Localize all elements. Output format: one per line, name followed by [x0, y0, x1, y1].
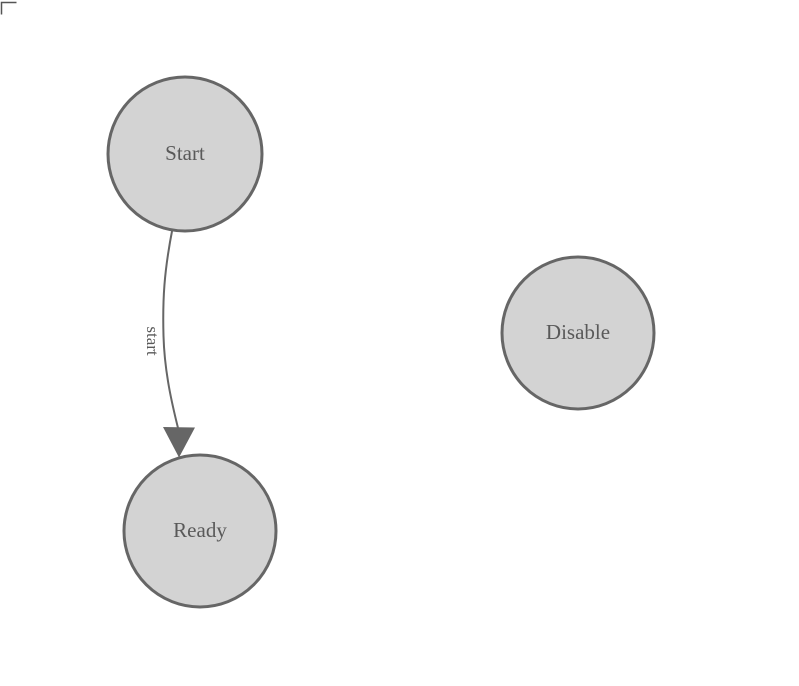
node-disable-label: Disable — [546, 320, 610, 344]
node-ready-circle — [122, 453, 278, 609]
node-ready-label: Ready — [173, 518, 227, 542]
arrowhead-icon — [163, 427, 195, 458]
node-start[interactable]: Start — [106, 75, 264, 233]
node-start-label: Start — [165, 141, 205, 165]
node-disable-circle — [500, 255, 656, 411]
edge-label-start: start — [143, 326, 162, 356]
edge-line — [162, 227, 180, 431]
edge-start-to-ready[interactable]: start — [143, 227, 195, 458]
node-disable[interactable]: Disable — [500, 255, 656, 411]
top-left-crop-mark-icon — [0, 1, 17, 15]
node-ready[interactable]: Ready — [122, 453, 278, 609]
node-start-circle — [106, 75, 264, 233]
edge-label-group: start — [143, 326, 162, 356]
